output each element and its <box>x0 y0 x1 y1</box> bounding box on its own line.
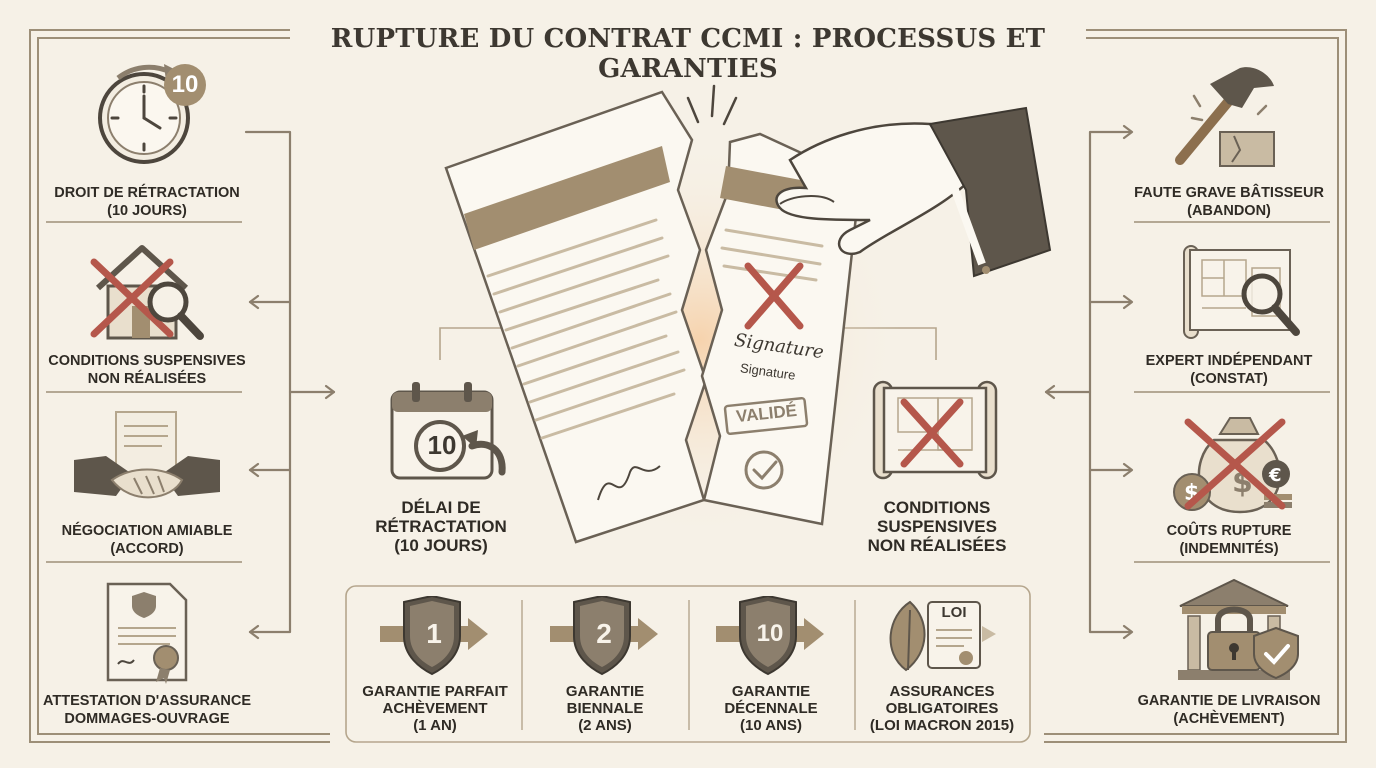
handshake-icon <box>74 411 220 499</box>
ten-badge: 10 <box>164 64 206 106</box>
hammer-icon <box>1175 67 1275 167</box>
house-cross-magnifier-icon <box>90 245 204 340</box>
right-label-2: EXPERT INDÉPENDANT(CONSTAT) <box>1145 353 1313 387</box>
clock-icon <box>98 64 190 164</box>
blueprint-cross-icon <box>872 380 998 480</box>
right-label-4: GARANTIE DE LIVRAISON(ACHÈVEMENT) <box>1137 693 1321 727</box>
shield-10-icon <box>716 596 824 676</box>
blueprint-magnifier-icon <box>1183 245 1300 339</box>
page-title: RUPTURE DU CONTRAT CCMI : PROCESSUS ET G… <box>330 24 1046 84</box>
shield-10-number: 10 <box>756 620 784 647</box>
leaf-law-scroll-icon <box>889 600 996 672</box>
shield-1-number: 1 <box>426 618 442 649</box>
left-label-3: NÉGOCIATION AMIABLE(ACCORD) <box>61 523 233 557</box>
svg-text:€: € <box>1268 465 1282 486</box>
calendar-icon <box>390 382 506 480</box>
certificate-icon <box>106 582 188 684</box>
law-scroll-label: LOI <box>941 604 967 621</box>
right-label-1: FAUTE GRAVE BÂTISSEUR(ABANDON) <box>1134 185 1324 219</box>
torn-contract-illustration <box>444 84 1052 544</box>
shield-1-icon <box>380 596 488 676</box>
bank-lock-icon <box>1178 578 1299 680</box>
shield-2-icon <box>550 596 658 676</box>
calendar-badge: 10 <box>427 430 457 460</box>
shield-2-number: 2 <box>596 618 612 649</box>
right-label-3: COÛTS RUPTURE(INDEMNITÉS) <box>1166 523 1292 557</box>
left-label-1: DROIT DE RÉTRACTATION(10 JOURS) <box>54 185 240 219</box>
money-bag-cross-icon: $ $ € <box>1173 417 1292 514</box>
